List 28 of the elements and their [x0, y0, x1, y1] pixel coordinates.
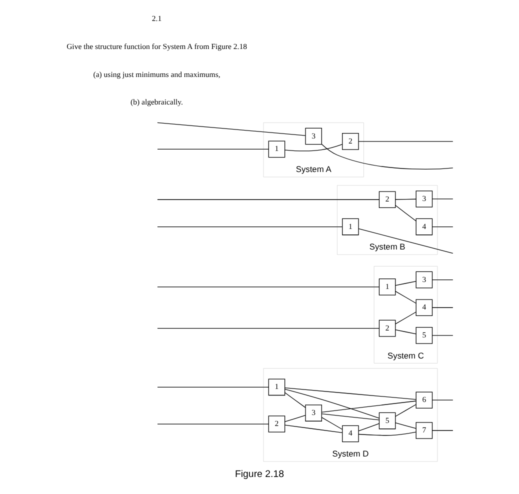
connector — [157, 199, 380, 200]
connector — [157, 286, 380, 288]
connector — [284, 388, 380, 418]
connector — [157, 122, 306, 136]
connector — [358, 423, 380, 432]
connector — [395, 422, 416, 429]
connector — [395, 205, 416, 222]
caption: Figure 2.18 — [234, 469, 284, 480]
connector — [395, 404, 416, 417]
connector — [395, 281, 416, 286]
connector — [432, 307, 454, 308]
connector — [395, 198, 416, 200]
connector — [395, 312, 416, 324]
connector — [284, 424, 343, 434]
connector — [284, 392, 306, 408]
connector — [284, 388, 416, 400]
connector — [157, 226, 342, 228]
connector — [395, 330, 416, 334]
connector — [395, 291, 416, 304]
connector — [358, 432, 416, 436]
connector — [157, 148, 269, 150]
connector — [284, 415, 306, 422]
connector — [321, 417, 343, 430]
connector — [157, 328, 380, 329]
connector — [321, 400, 416, 412]
connector — [321, 414, 380, 420]
connector — [157, 386, 269, 388]
connector — [284, 144, 343, 152]
